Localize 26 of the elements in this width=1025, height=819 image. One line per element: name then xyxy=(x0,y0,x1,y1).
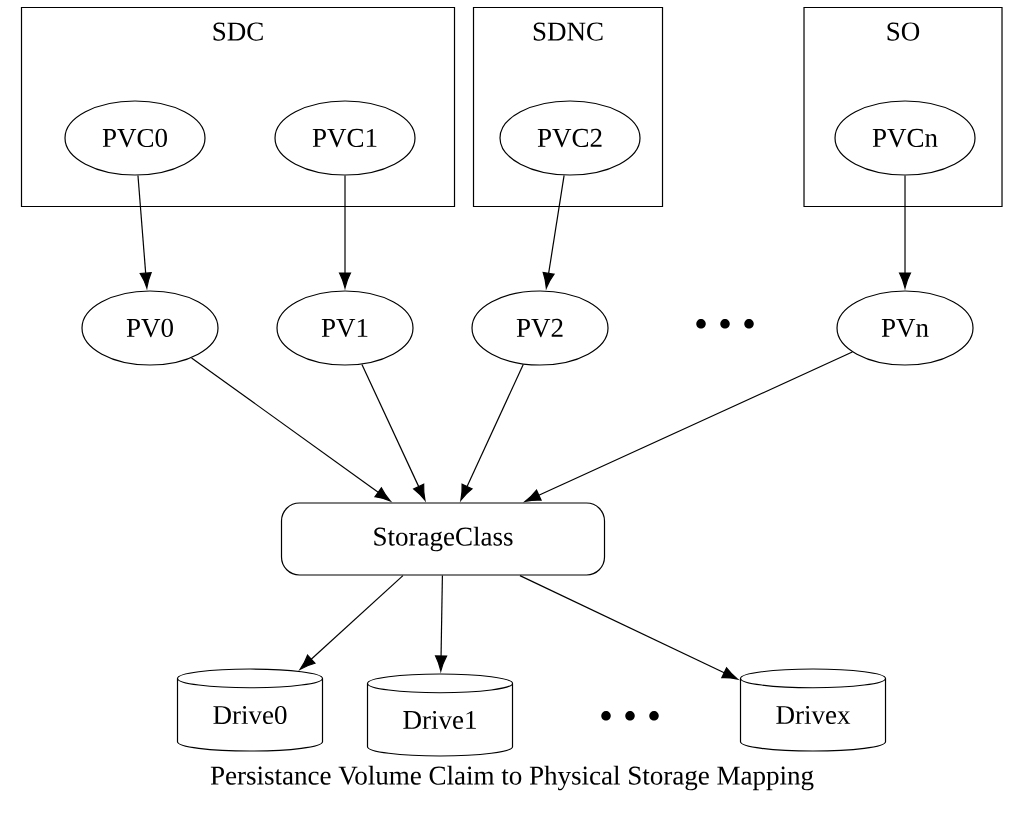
ellipse-node: PV1 xyxy=(276,290,414,366)
arrow xyxy=(299,575,404,670)
caption: Persistance Volume Claim to Physical Storage Mapping xyxy=(210,765,814,791)
arrow xyxy=(435,575,448,672)
arrow xyxy=(542,174,565,289)
arrow xyxy=(137,174,152,289)
ellipse-node: PVCn xyxy=(834,100,976,176)
arrow xyxy=(190,357,391,502)
drive-cylinder: Drive1 xyxy=(366,673,514,757)
rounded-box: StorageClass xyxy=(280,502,606,576)
ellipse-node: PVC1 xyxy=(274,100,416,176)
ellipse-node: PV0 xyxy=(81,290,219,366)
ellipse-node: PVC0 xyxy=(64,100,206,176)
arrow xyxy=(338,175,352,289)
ellipse-node: PV2 xyxy=(471,290,609,366)
arrow xyxy=(460,363,524,501)
drive-cylinder: Drivex xyxy=(739,668,887,752)
ellipsis: • • • xyxy=(696,319,754,329)
ellipse-node: PVC2 xyxy=(499,100,641,176)
arrow xyxy=(898,175,912,289)
arrow xyxy=(361,363,426,501)
ellipsis: • • • xyxy=(601,711,659,721)
ellipse-node: PVn xyxy=(836,290,974,366)
drive-cylinder: Drive0 xyxy=(176,668,324,752)
arrow xyxy=(524,351,853,502)
arrow xyxy=(519,575,739,680)
